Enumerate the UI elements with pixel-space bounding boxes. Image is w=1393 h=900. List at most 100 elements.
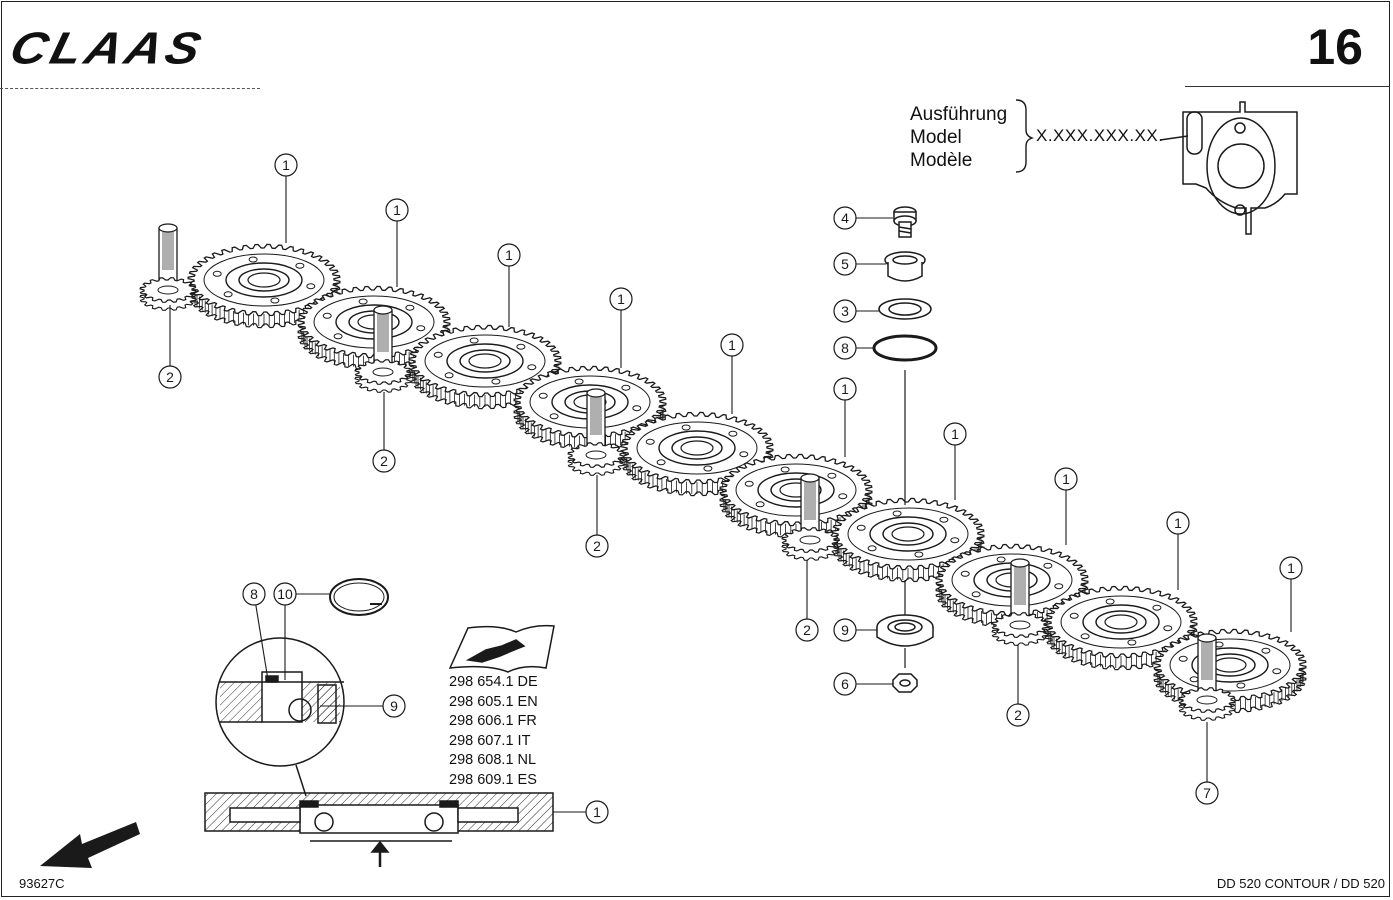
callout-gear_big: 1 — [1054, 467, 1078, 545]
pinion-1 — [139, 223, 197, 311]
callout-circle — [795, 618, 819, 642]
callout-number: 1 — [617, 291, 625, 307]
callout-circle — [242, 582, 266, 606]
callout-gear_big: 1 — [1279, 556, 1303, 632]
callout-circle — [497, 243, 521, 267]
callout-gear_big: 1 — [274, 153, 298, 243]
variant-label-de: Ausführung — [910, 104, 1008, 125]
callout-circle — [382, 694, 406, 718]
callout-circle — [273, 582, 297, 606]
model-code: X.XXX.XXX.XX. — [1036, 126, 1164, 145]
callout-number: 6 — [841, 676, 849, 692]
manual-item-es: 298 609.1 ES — [449, 771, 537, 788]
nut-part — [892, 673, 918, 693]
callout-ring_seal: 8 — [242, 582, 269, 681]
gear-7 — [831, 497, 985, 583]
callout-number: 1 — [593, 804, 601, 820]
callout-number: 2 — [1014, 707, 1022, 723]
bearing-part — [876, 614, 934, 647]
gear-9 — [1044, 585, 1198, 671]
callout-circle — [833, 206, 857, 230]
callout-circle — [585, 800, 609, 824]
callout-number: 1 — [505, 247, 513, 263]
gear-5 — [620, 411, 774, 497]
screw-part — [893, 206, 917, 238]
callout-circle — [720, 333, 744, 357]
callout-circle — [385, 198, 409, 222]
callout-number: 1 — [728, 337, 736, 353]
callout-gear_big: 1 — [943, 422, 967, 500]
callout-washer: 3 — [833, 299, 879, 323]
callout-circle — [1166, 511, 1190, 535]
callout-circle — [943, 422, 967, 446]
callout-bearing: 9 — [833, 618, 877, 642]
callout-number: 9 — [390, 698, 398, 714]
callout-gear_big: 1 — [385, 198, 409, 287]
callout-gear_small: 2 — [158, 305, 182, 389]
detail-magnifier — [215, 637, 345, 797]
callout-gear_big: 1 — [497, 243, 521, 327]
callout-circle — [833, 252, 857, 276]
variant-bracket — [1015, 99, 1189, 173]
callout-number: 5 — [841, 256, 849, 272]
manual-item-fr: 298 606.1 FR — [449, 713, 537, 729]
callout-bearing: 9 — [320, 694, 406, 718]
callout-number: 1 — [282, 157, 290, 173]
callout-ring_seal: 8 — [833, 336, 874, 360]
drawing-reference: 93627C — [19, 876, 65, 891]
callout-bushing: 5 — [833, 252, 886, 276]
callout-number: 2 — [166, 369, 174, 385]
callout-number: 4 — [841, 210, 849, 226]
callout-number: 1 — [841, 381, 849, 397]
pinion-2 — [354, 305, 412, 393]
callout-gear_small: 2 — [795, 560, 819, 642]
callout-circle — [1054, 467, 1078, 491]
callout-gear_end: 7 — [1195, 722, 1219, 805]
callout-number: 10 — [277, 586, 293, 602]
callout-gear_big: 1 — [720, 333, 744, 414]
callout-gear_big: 1 — [609, 287, 633, 368]
callout-circle — [833, 377, 857, 401]
pinion-4 — [781, 473, 839, 561]
manual-item-en: 298 605.1 EN — [449, 693, 538, 710]
callout-number: 1 — [951, 426, 959, 442]
callout-circle — [585, 534, 609, 558]
callout-number: 1 — [1062, 471, 1070, 487]
callout-snap_ring: 10 — [273, 582, 330, 680]
manual-item-it: 298 607.1 IT — [449, 732, 531, 749]
gear-train — [139, 223, 1307, 721]
callout-number: 1 — [1174, 515, 1182, 531]
header-rule-right — [1185, 86, 1390, 87]
callout-number: 8 — [841, 340, 849, 356]
callout-circle — [609, 287, 633, 311]
callout-number: 2 — [593, 538, 601, 554]
callout-circle — [833, 672, 857, 696]
callout-number: 7 — [1203, 785, 1211, 801]
callout-gear_small: 2 — [1006, 645, 1030, 727]
page-number: 16 — [1307, 19, 1363, 75]
callout-nut: 6 — [833, 672, 893, 696]
callout-number: 3 — [841, 303, 849, 319]
callout-number: 8 — [250, 586, 258, 602]
callout-circle — [372, 449, 396, 473]
direction-arrow — [40, 822, 140, 868]
pinion-3 — [567, 388, 625, 476]
callout-number: 2 — [803, 622, 811, 638]
variant-label-en: Model — [910, 127, 962, 148]
parts-stack — [872, 206, 938, 693]
o-ring-part — [872, 334, 938, 362]
gearbox-housing-sketch — [1182, 101, 1298, 235]
bushing-part — [884, 251, 926, 282]
callout-circle — [1195, 781, 1219, 805]
callout-number: 1 — [1287, 560, 1295, 576]
snap-ring-part — [329, 578, 389, 616]
washer-part — [878, 298, 932, 320]
header-rule-left — [0, 88, 260, 89]
callout-number: 9 — [841, 622, 849, 638]
manual-list: 298 654.1 DE 298 605.1 EN 298 606.1 FR 2… — [449, 673, 538, 790]
manual-item-de: 298 654.1 DE — [449, 674, 538, 690]
callout-leader — [255, 604, 269, 681]
callout-gear_big: 1 — [1166, 511, 1190, 590]
